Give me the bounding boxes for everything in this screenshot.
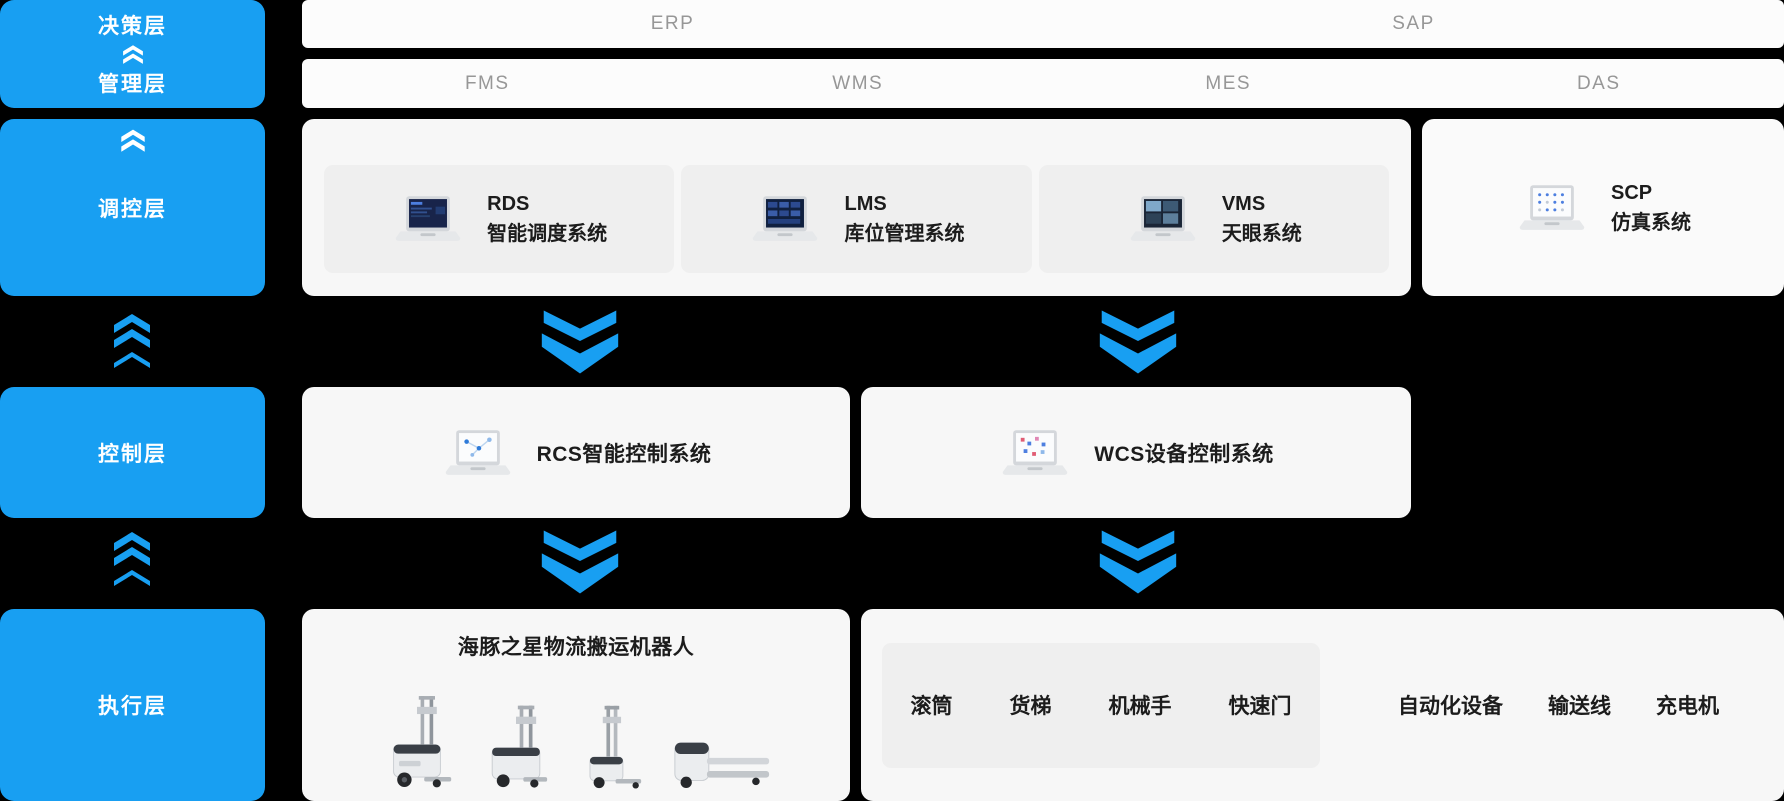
robots-title: 海豚之星物流搬运机器人 — [457, 636, 695, 659]
layer-box-decision-management: 决策层 管理层 — [0, 0, 265, 108]
rcs-label: RCS智能控制系统 — [536, 442, 712, 466]
wms-label: WMS — [832, 72, 884, 94]
up-arrow-icon — [112, 312, 152, 368]
device-freight-elevator-label: 货梯 — [1009, 695, 1052, 718]
down-arrow-icon — [1099, 310, 1177, 374]
up-arrow-icon — [122, 45, 143, 64]
agv-pallet-truck-robot-icon — [674, 742, 770, 788]
vms-title: VMS — [1221, 193, 1266, 215]
robots-panel: 海豚之星物流搬运机器人 — [302, 609, 850, 801]
wcs-label: WCS设备控制系统 — [1094, 442, 1274, 466]
device-robotic-arm-label: 机械手 — [1108, 695, 1172, 718]
rds-title: RDS — [487, 193, 530, 215]
sap-label: SAP — [1392, 13, 1435, 34]
vms-card: VMS 天眼系统 — [1038, 165, 1389, 273]
scp-subtitle: 仿真系统 — [1611, 211, 1691, 234]
rds-card: RDS 智能调度系统 — [324, 165, 675, 273]
laptop-white-screen-icon — [1002, 429, 1068, 475]
lms-subtitle: 库位管理系统 — [844, 223, 965, 245]
erp-label: ERP — [650, 13, 695, 34]
execution-layer-label: 执行层 — [98, 695, 167, 718]
device-group-card: 滚筒 货梯 机械手 快速门 — [882, 642, 1320, 768]
rcs-panel: RCS智能控制系统 — [302, 387, 850, 518]
scp-card-text: SCP 仿真系统 — [1611, 178, 1691, 238]
dispatch-layer-label: 调控层 — [98, 197, 167, 221]
robots-row — [381, 661, 771, 801]
lms-title: LMS — [844, 193, 887, 215]
extra-devices-row: 自动化设备 输送线 充电机 — [1398, 690, 1719, 720]
management-layer-label: 管理层 — [98, 73, 167, 96]
decision-layer-label: 决策层 — [98, 15, 167, 38]
wcs-panel: WCS设备控制系统 — [861, 387, 1411, 518]
das-label: DAS — [1576, 72, 1621, 94]
down-arrow-icon — [1099, 530, 1177, 594]
device-roller-label: 滚筒 — [910, 695, 953, 718]
lms-card: LMS 库位管理系统 — [681, 165, 1032, 273]
layer-box-execution: 执行层 — [0, 609, 265, 801]
layer-box-control: 控制层 — [0, 387, 265, 518]
fms-label: FMS — [464, 72, 510, 94]
device-automation-equipment-label: 自动化设备 — [1398, 695, 1503, 718]
scp-panel: SCP 仿真系统 — [1422, 119, 1784, 296]
down-arrow-icon — [541, 530, 619, 594]
rds-subtitle: 智能调度系统 — [487, 223, 608, 245]
laptop-white-screen-icon — [1519, 184, 1585, 230]
devices-panel: 滚筒 货梯 机械手 快速门 自动化设备 输送线 充电机 — [861, 609, 1784, 801]
agv-forklift-robot-icon — [393, 696, 452, 788]
control-layer-label: 控制层 — [98, 442, 167, 466]
scp-title: SCP — [1611, 181, 1653, 204]
vms-card-text: VMS 天眼系统 — [1222, 189, 1302, 249]
down-arrow-icon — [541, 310, 619, 374]
layer-box-dispatch: 调控层 — [0, 119, 265, 296]
upper-systems-bar: FMS WMS MES DAS — [302, 59, 1784, 108]
lms-card-text: LMS 库位管理系统 — [844, 189, 964, 249]
mes-label: MES — [1205, 72, 1252, 94]
erp-sap-bar: ERP SAP — [302, 0, 1784, 48]
rds-card-text: RDS 智能调度系统 — [487, 189, 607, 249]
device-rapid-door-label: 快速门 — [1228, 695, 1292, 718]
laptop-dark-screen-icon — [1130, 196, 1196, 241]
laptop-white-screen-icon — [445, 429, 510, 475]
agv-pallet-stacker-robot-icon — [589, 705, 642, 789]
device-conveyor-line-label: 输送线 — [1548, 695, 1611, 718]
scheduling-systems-panel: RDS 智能调度系统 LMS 库位管理系统 — [302, 119, 1411, 296]
laptop-dark-screen-icon — [753, 196, 818, 241]
vms-subtitle: 天眼系统 — [1221, 223, 1302, 245]
device-charger-label: 充电机 — [1656, 695, 1719, 718]
laptop-dark-screen-icon — [395, 196, 461, 241]
up-arrow-icon — [112, 530, 152, 586]
agv-stacker-robot-icon — [491, 705, 548, 788]
up-arrow-icon — [120, 129, 145, 152]
